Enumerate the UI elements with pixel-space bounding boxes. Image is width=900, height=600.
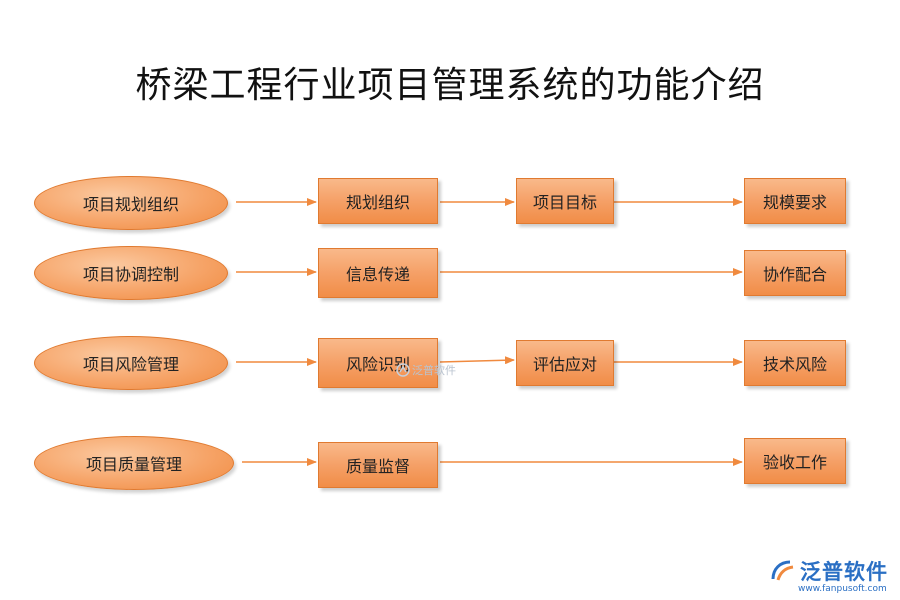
category-node-planning: 项目规划组织 <box>34 176 228 230</box>
step-node-acceptance: 验收工作 <box>744 438 846 484</box>
step-label: 项目目标 <box>532 193 597 212</box>
step-label: 规划组织 <box>345 193 410 212</box>
arrow-r3-b <box>439 356 515 365</box>
step-label: 信息传递 <box>345 265 410 284</box>
step-node-collaboration: 协作配合 <box>744 250 846 296</box>
step-label: 质量监督 <box>345 457 410 476</box>
brand-logo: 泛普软件 www.fanpusoft.com <box>770 556 888 594</box>
step-label: 规模要求 <box>762 193 827 212</box>
step-node-quality-supervision: 质量监督 <box>318 442 438 488</box>
step-label: 风险识别 <box>345 355 410 374</box>
step-label: 评估应对 <box>532 355 597 374</box>
brand-logo-icon <box>771 560 794 581</box>
category-node-coordination: 项目协调控制 <box>34 246 228 300</box>
step-node-assess-respond: 评估应对 <box>516 340 614 386</box>
step-node-risk-identify: 风险识别 <box>318 338 438 388</box>
category-node-risk: 项目风险管理 <box>34 336 228 390</box>
step-label: 协作配合 <box>762 265 827 284</box>
brand-url: www.fanpusoft.com <box>798 584 887 594</box>
center-watermark: 泛普软件 <box>396 362 456 378</box>
step-node-scale-req: 规模要求 <box>744 178 846 224</box>
category-node-quality: 项目质量管理 <box>34 436 234 490</box>
step-label: 验收工作 <box>762 453 827 472</box>
watermark-logo-icon <box>396 363 410 377</box>
step-node-tech-risk: 技术风险 <box>744 340 846 386</box>
category-label: 项目协调控制 <box>82 265 179 284</box>
watermark-text: 泛普软件 <box>412 364 456 377</box>
brand-name: 泛普软件 <box>800 560 888 584</box>
category-label: 项目质量管理 <box>85 455 182 474</box>
page-title: 桥梁工程行业项目管理系统的功能介绍 <box>135 65 765 106</box>
step-node-planning-org: 规划组织 <box>318 178 438 224</box>
step-node-project-goal: 项目目标 <box>516 178 614 224</box>
step-node-info-transfer: 信息传递 <box>318 248 438 298</box>
category-label: 项目规划组织 <box>82 195 179 214</box>
step-label: 技术风险 <box>762 355 827 374</box>
category-label: 项目风险管理 <box>82 355 179 374</box>
